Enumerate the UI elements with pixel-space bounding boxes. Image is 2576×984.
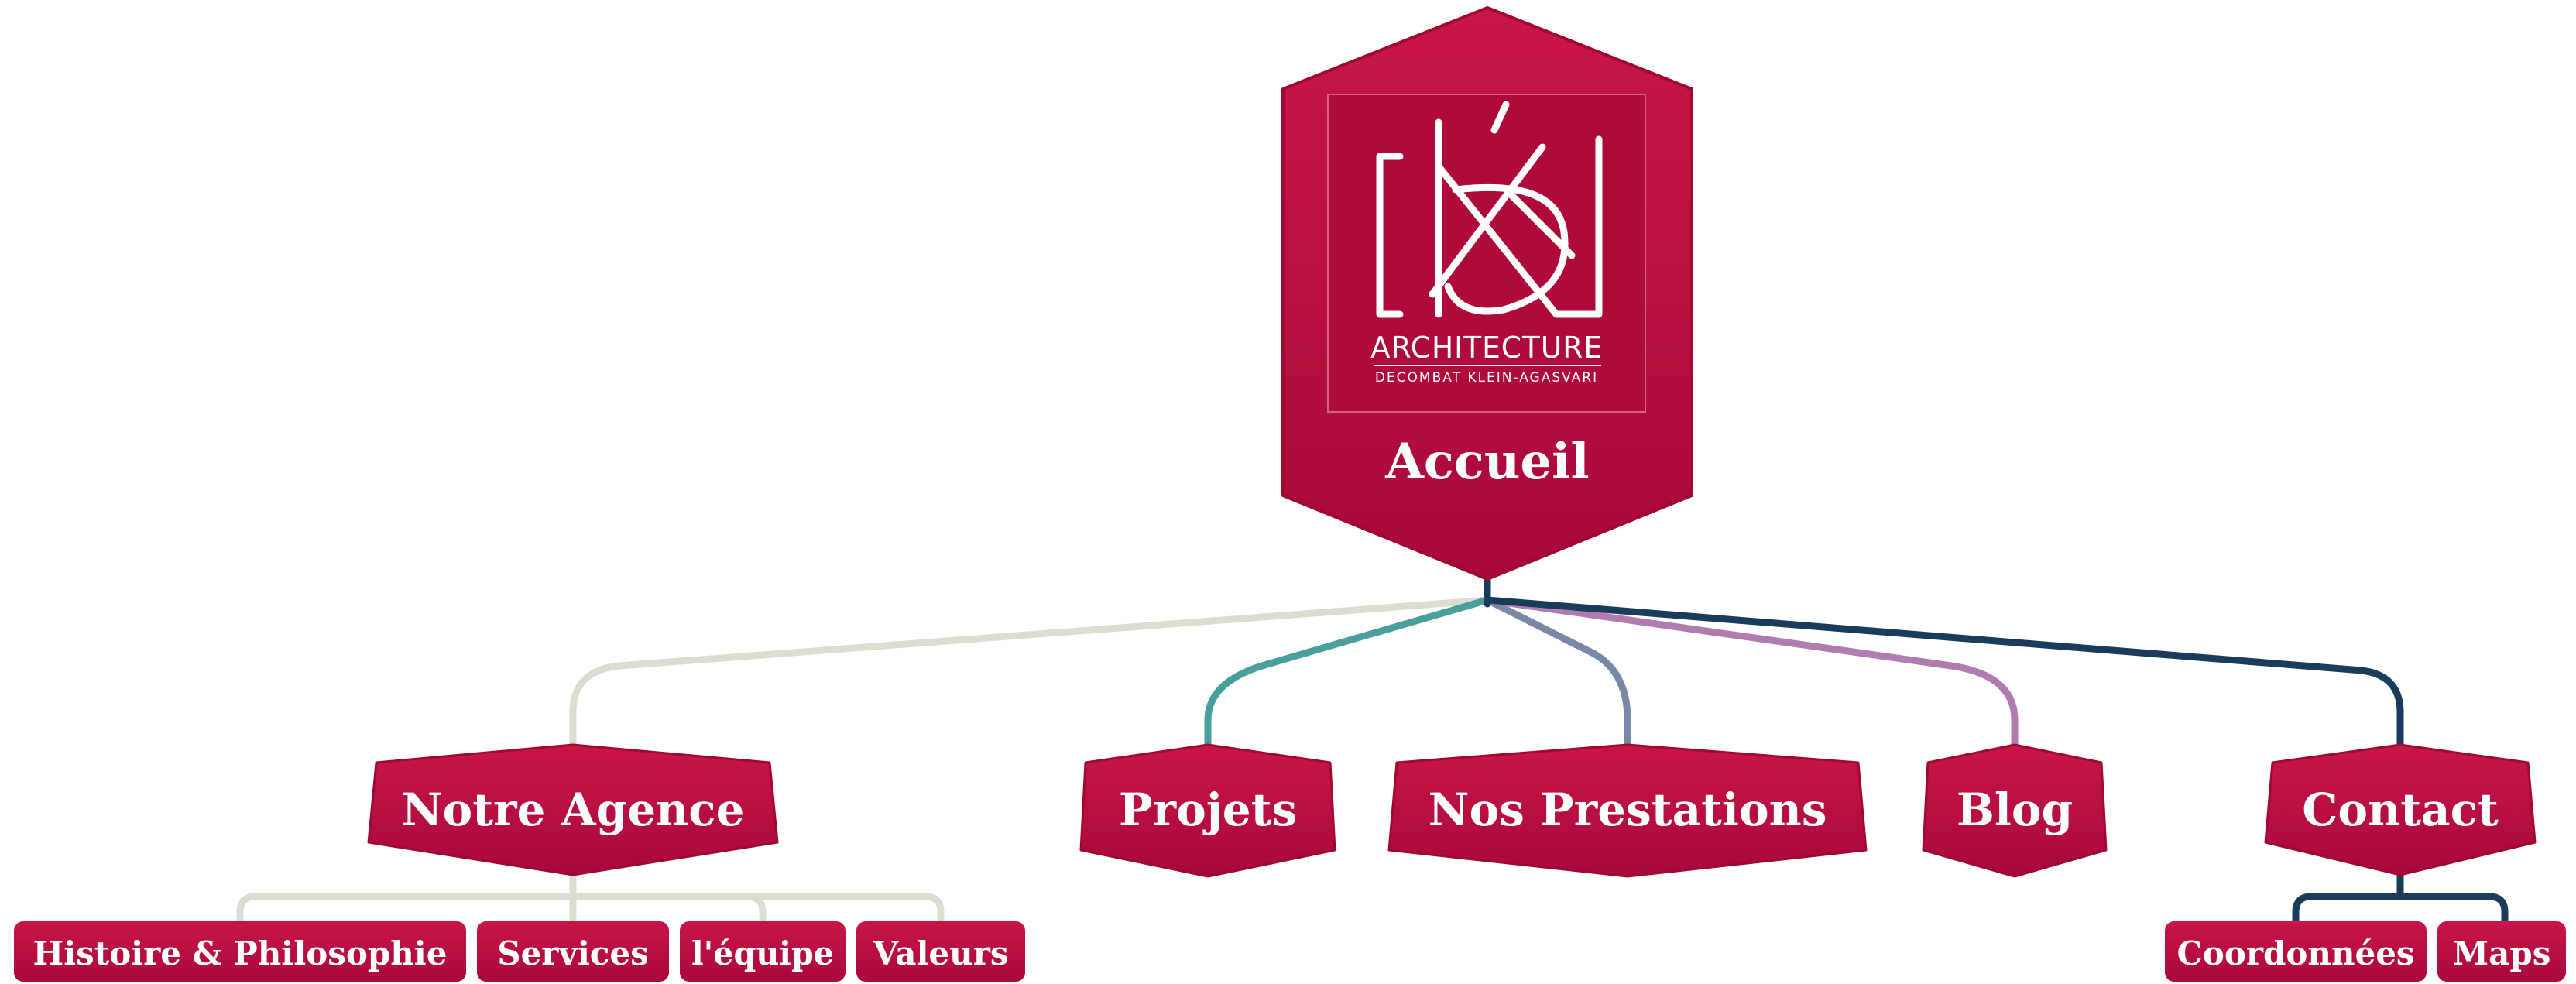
node-label-maps: Maps: [2453, 934, 2551, 972]
node-label-coordonnees: Coordonnées: [2176, 934, 2414, 972]
node-label-nos-prestations: Nos Prestations: [1429, 783, 1827, 836]
node-shape: [1922, 743, 2108, 878]
link-equipe: [569, 893, 767, 929]
node-projets[interactable]: Projets: [1079, 743, 1336, 878]
node-shape: [2165, 921, 2427, 982]
contact-children-connectors: [2292, 871, 2509, 929]
logo-name: ARCHITECTURE: [1370, 331, 1603, 365]
logo-subtitle: DECOMBAT KLEIN-AGASVARI: [1375, 370, 1598, 386]
link-blog: [1484, 596, 2019, 751]
node-label-projets: Projets: [1119, 783, 1297, 836]
node-shape: [14, 921, 466, 982]
logo-frame: [1327, 94, 1646, 413]
node-label-blog: Blog: [1957, 783, 2073, 836]
logo: ARCHITECTURE DECOMBAT KLEIN-AGASVARI: [1327, 94, 1646, 413]
link-histoire: [236, 871, 577, 929]
node-label-services: Services: [497, 934, 648, 972]
node-shape: [367, 743, 779, 876]
node-nos-prestations[interactable]: Nos Prestations: [1387, 743, 1868, 878]
node-blog[interactable]: Blog: [1922, 743, 2108, 878]
node-label-histoire: Histoire & Philosophie: [33, 934, 448, 972]
node-label-equipe: l'équipe: [691, 934, 834, 972]
link-valeurs: [569, 893, 945, 929]
root-label: Accueil: [1384, 433, 1589, 491]
node-shape: [2437, 921, 2566, 982]
node-histoire-philosophie[interactable]: Histoire & Philosophie: [14, 921, 466, 982]
root-node-accueil[interactable]: ARCHITECTURE DECOMBAT KLEIN-AGASVARI Acc…: [1281, 6, 1693, 581]
node-shape: [2264, 743, 2537, 876]
link-notre-agence: [569, 596, 1491, 751]
node-equipe[interactable]: l'équipe: [680, 921, 846, 982]
node-contact[interactable]: Contact: [2264, 743, 2537, 876]
node-valeurs[interactable]: Valeurs: [856, 921, 1025, 982]
node-shape: [680, 921, 846, 982]
connectors: [569, 573, 2404, 751]
logo-monogram-icon: [1376, 101, 1603, 318]
node-notre-agence[interactable]: Notre Agence: [367, 743, 779, 876]
node-label-notre-agence: Notre Agence: [402, 783, 745, 836]
link-maps: [2396, 893, 2509, 929]
node-services[interactable]: Services: [477, 921, 669, 982]
agence-children-connectors: [236, 871, 945, 929]
link-coordonnees: [2292, 871, 2404, 929]
node-shape: [477, 921, 669, 982]
node-shape: [856, 921, 1025, 982]
node-label-contact: Contact: [2302, 783, 2499, 836]
node-coordonnees[interactable]: Coordonnées: [2165, 921, 2427, 982]
link-nos-prestations: [1484, 596, 1631, 751]
node-shape: [1387, 743, 1868, 878]
node-maps[interactable]: Maps: [2437, 921, 2566, 982]
node-shape: [1079, 743, 1336, 878]
link-projets: [1204, 596, 1491, 751]
node-label-valeurs: Valeurs: [873, 934, 1009, 972]
link-contact: [1484, 596, 2404, 751]
